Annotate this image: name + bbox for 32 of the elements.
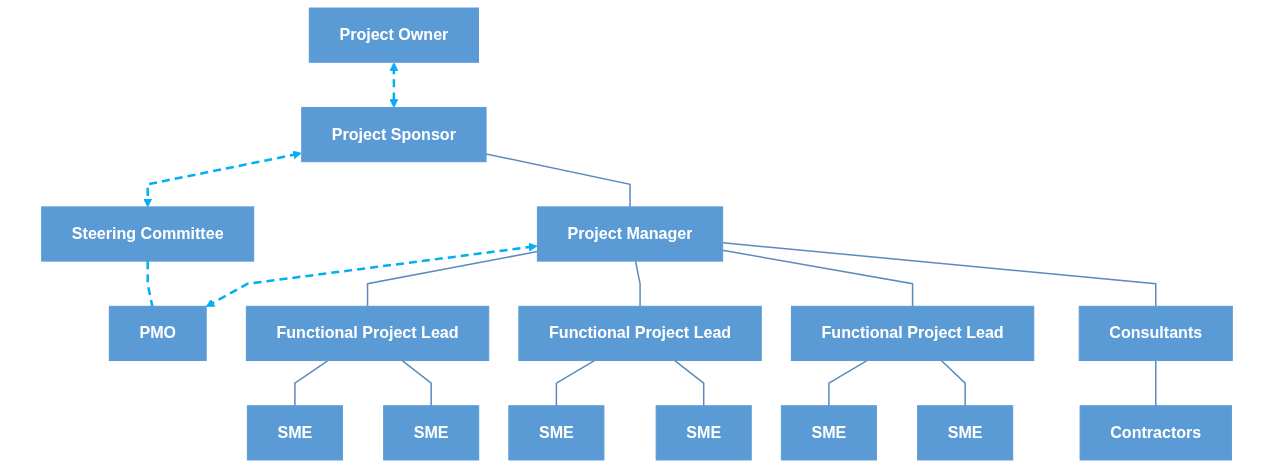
connector xyxy=(721,249,914,308)
node-box: Steering Committee xyxy=(41,206,255,262)
arrow xyxy=(389,62,399,108)
connector xyxy=(401,359,432,407)
node-box: Project Sponsor xyxy=(301,106,487,163)
node-box: SME xyxy=(383,405,480,461)
node-box: Contractors xyxy=(1079,405,1232,461)
connector xyxy=(634,260,641,308)
connector xyxy=(940,359,966,407)
node-box: PMO xyxy=(108,305,207,362)
node-box: Consultants xyxy=(1078,305,1233,362)
connector xyxy=(828,359,868,407)
connector xyxy=(366,250,539,308)
node-box: SME xyxy=(246,405,343,461)
connector xyxy=(721,242,1157,308)
arrow xyxy=(205,242,538,308)
connector xyxy=(146,261,154,307)
node-box: SME xyxy=(917,405,1014,461)
node-box: SME xyxy=(655,405,752,461)
connector xyxy=(1155,359,1157,407)
node-box: Functional Project Lead xyxy=(518,305,762,362)
node-box: Functional Project Lead xyxy=(245,305,490,362)
arrow xyxy=(143,150,302,208)
node-box: Project Owner xyxy=(308,7,479,63)
node-box: SME xyxy=(780,405,877,461)
node-box: Project Manager xyxy=(536,206,724,262)
connector xyxy=(485,153,631,208)
connector xyxy=(674,359,705,407)
node-box: SME xyxy=(508,405,605,461)
node-box: Functional Project Lead xyxy=(790,305,1035,362)
connector xyxy=(555,359,596,407)
connector xyxy=(294,359,329,407)
